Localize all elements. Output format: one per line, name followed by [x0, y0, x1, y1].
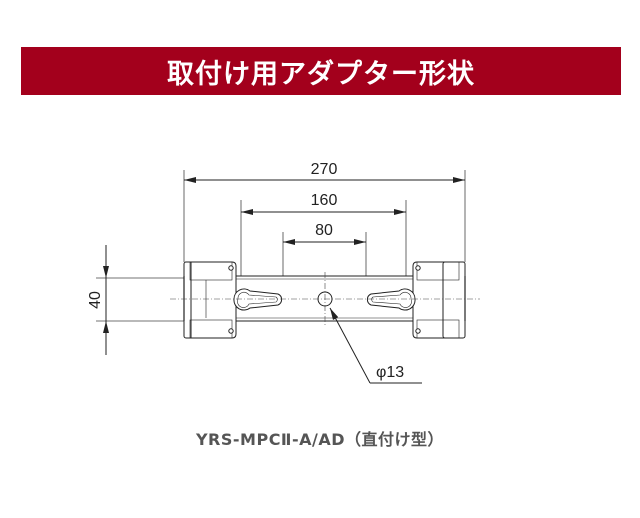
dimension-lines: [103, 177, 465, 355]
title-banner: 取付け用アダプター形状: [21, 47, 621, 95]
right-end-bracket: [412, 261, 466, 339]
hole-leader: [329, 307, 422, 384]
center-lines: [170, 272, 480, 326]
model-caption: YRS-MPCⅡ-A/AD（直付け型）: [195, 430, 445, 449]
dim-label-hole-diameter: φ13: [376, 364, 404, 381]
left-keyhole-slot: [233, 288, 283, 311]
dim-label-160: 160: [311, 192, 338, 209]
adapter-body: [183, 261, 466, 339]
right-keyhole-slot: [366, 288, 416, 311]
page-title: 取付け用アダプター形状: [167, 58, 475, 90]
dim-label-270: 270: [311, 161, 338, 178]
left-end-bracket: [183, 261, 237, 339]
dim-label-80: 80: [315, 222, 333, 239]
dim-label-40: 40: [87, 291, 104, 309]
